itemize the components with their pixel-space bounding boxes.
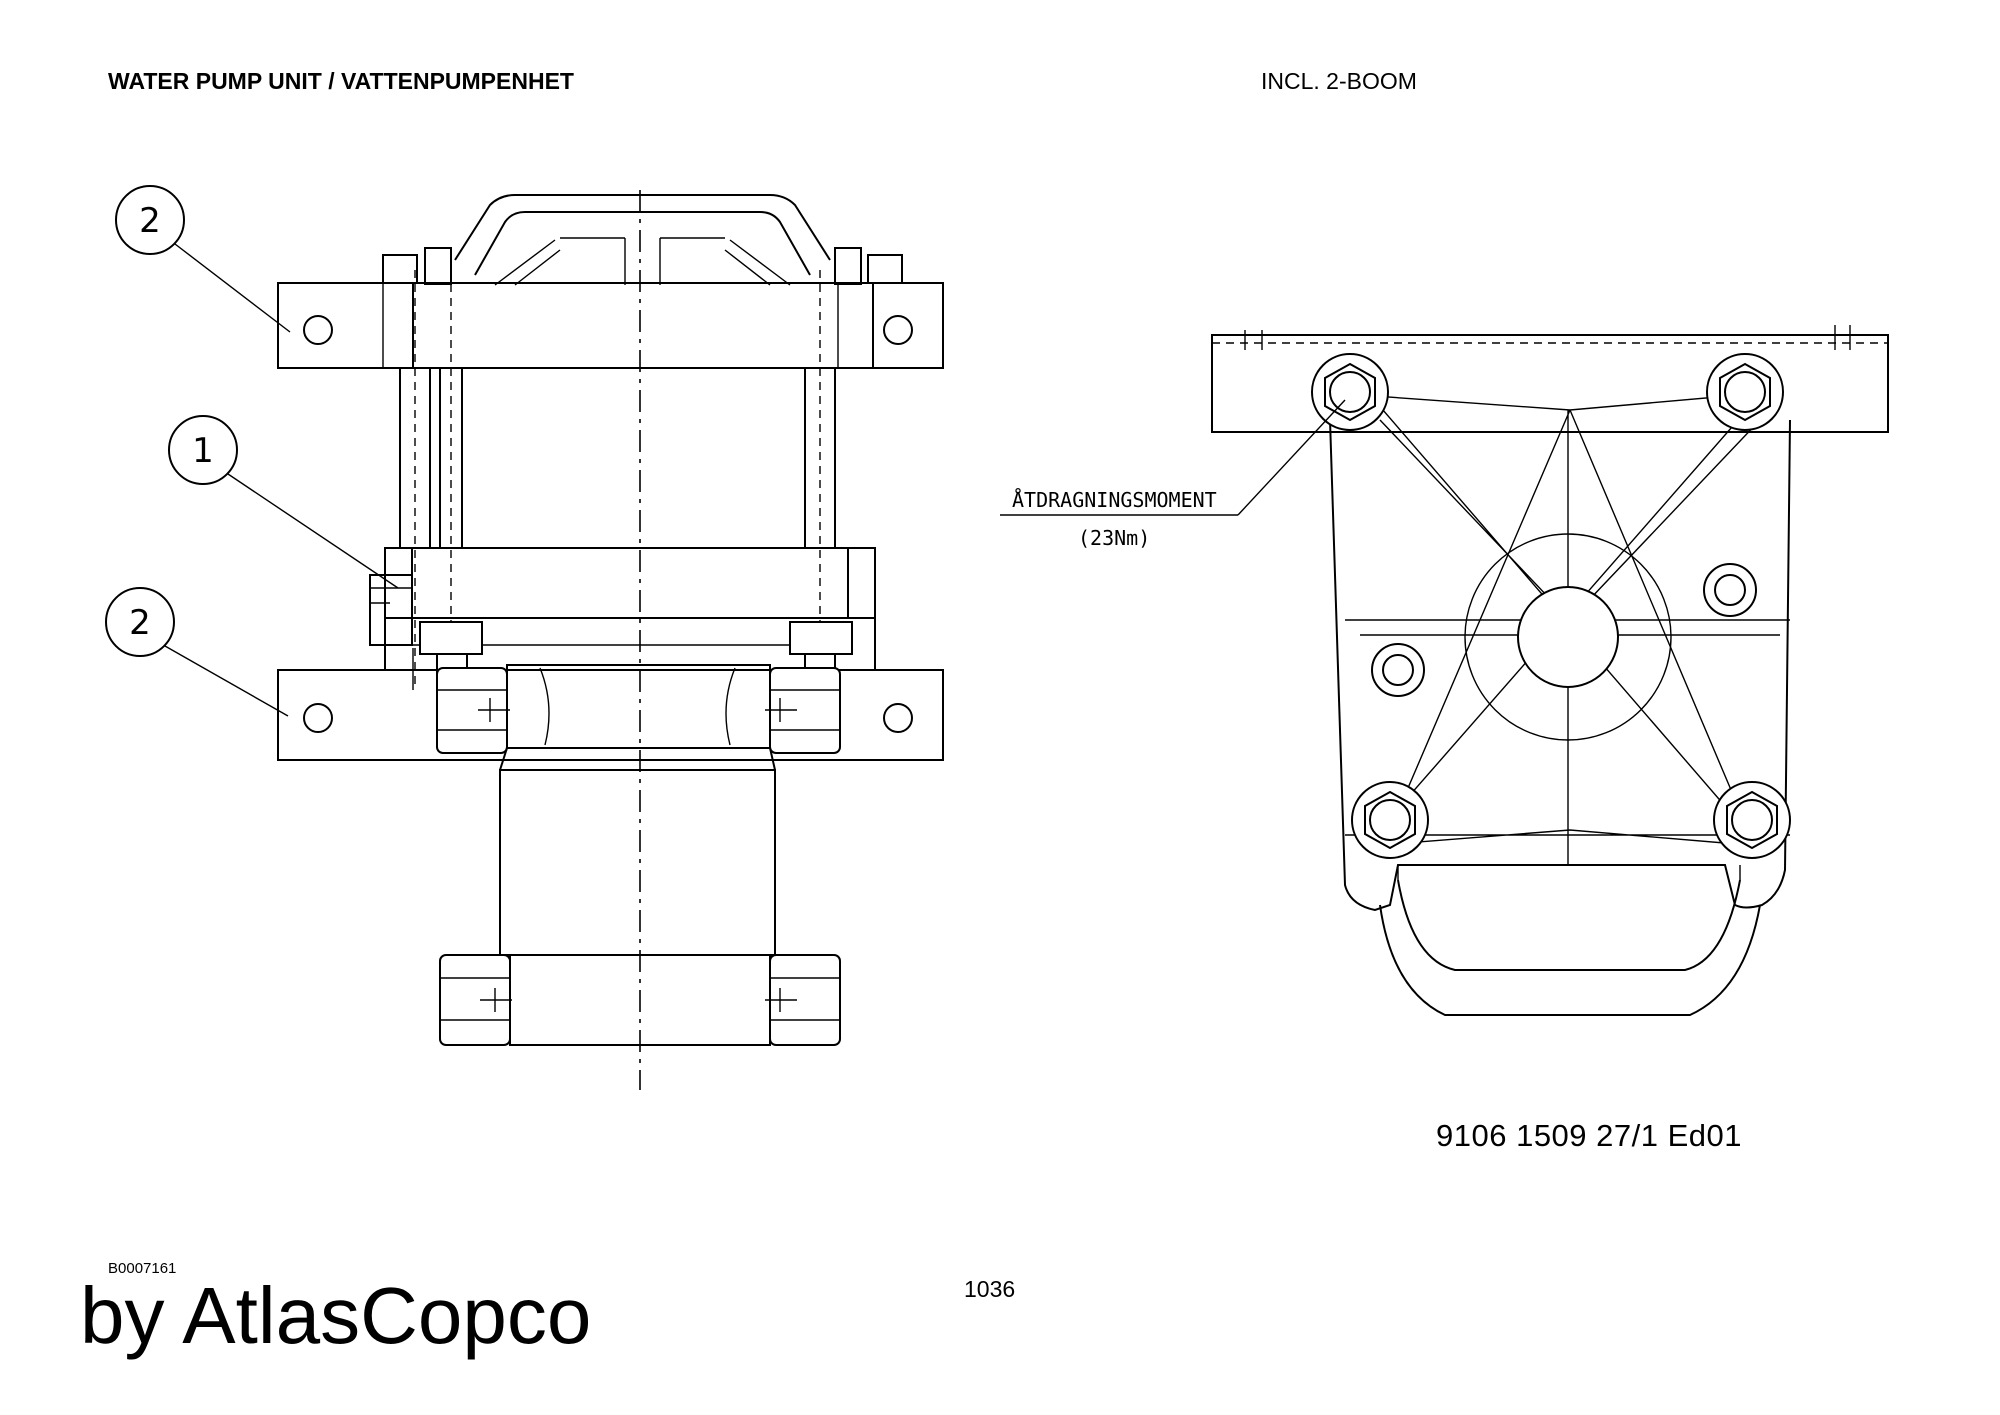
bolt-top-right: [1706, 353, 1784, 431]
callout-1: 1: [168, 415, 399, 589]
svg-text:(23Nm): (23Nm): [1078, 526, 1150, 550]
middle-flange: [384, 547, 876, 619]
page-subtitle: INCL. 2-BOOM: [1261, 68, 1417, 94]
center-boss: [1517, 586, 1619, 688]
plan-handle: [1379, 904, 1761, 1016]
top-handle: [454, 194, 831, 261]
svg-text:2: 2: [129, 603, 151, 643]
callout-2-bottom: 2: [105, 587, 289, 717]
top-mounting-bar: [277, 282, 944, 369]
pump-housing: [1329, 419, 1791, 912]
bottom-right-hole: [883, 703, 913, 733]
document-reference: B0007161: [108, 1260, 177, 1277]
brand-footer: by AtlasCopco: [80, 1271, 592, 1360]
svg-text:2: 2: [139, 201, 161, 241]
plan-view: ÅTDRAGNINGSMOMENT (23Nm): [1000, 325, 1889, 1016]
bolt-bottom-right: [1713, 781, 1791, 859]
side-view: 2 1 2: [105, 185, 944, 1090]
torque-annotation: ÅTDRAGNINGSMOMENT (23Nm): [1000, 399, 1346, 550]
bolt-top-left: [1311, 353, 1389, 431]
pump-body: [499, 769, 776, 956]
page-number: 1036: [964, 1276, 1016, 1302]
top-right-hole: [883, 315, 913, 345]
svg-text:1: 1: [192, 431, 214, 471]
port-right: [1703, 563, 1757, 617]
top-left-nut: [382, 254, 418, 284]
mid-right-nut: [789, 621, 853, 655]
callout-2-top: 2: [115, 185, 291, 333]
bolt-bottom-left: [1351, 781, 1429, 859]
bottom-left-hole: [303, 703, 333, 733]
center-boss-outer: [1464, 533, 1672, 741]
bottom-mounting-bar: [277, 669, 944, 761]
svg-text:ÅTDRAGNINGSMOMENT: ÅTDRAGNINGSMOMENT: [1012, 488, 1217, 512]
part-number: 9106 1509 27/1 Ed01: [1436, 1118, 1742, 1153]
port-left: [1371, 643, 1425, 697]
top-clamp-plate: [412, 282, 874, 369]
top-right-nut: [867, 254, 903, 284]
mid-left-nut: [419, 621, 483, 655]
top-left-hole: [303, 315, 333, 345]
page-title: WATER PUMP UNIT / VATTENPUMPENHET: [108, 68, 574, 94]
plan-mounting-plate: [1211, 334, 1889, 433]
